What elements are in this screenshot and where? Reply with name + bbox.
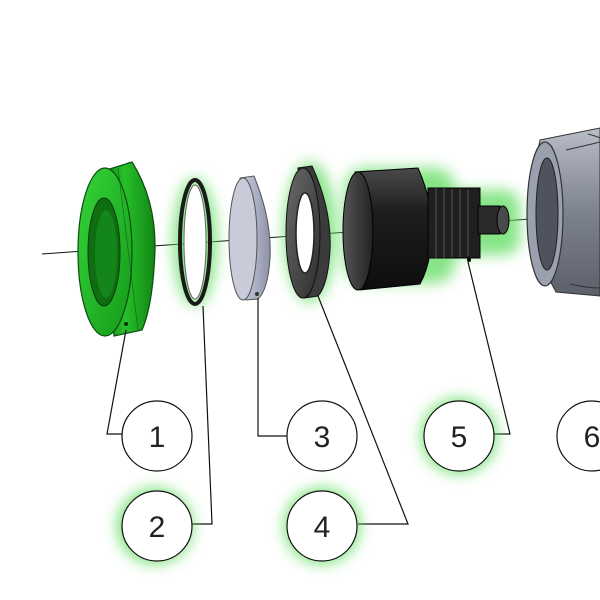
callout-2: 2 <box>121 490 193 562</box>
callout-6: 6 <box>556 400 600 472</box>
leader-lines <box>106 261 511 525</box>
part-1-green-nut <box>77 161 156 337</box>
leader-4 <box>317 295 409 525</box>
callout-3: 3 <box>286 400 358 472</box>
callout-1-label: 1 <box>149 421 166 454</box>
callout-6-label: 6 <box>584 421 600 454</box>
leader-2 <box>192 305 213 525</box>
callout-2-label: 2 <box>149 511 166 544</box>
callout-3-label: 3 <box>314 421 331 454</box>
part-4-washer <box>285 165 331 299</box>
leader-5 <box>467 261 511 435</box>
callout-5-label: 5 <box>451 421 468 454</box>
part-5-bolt <box>342 167 510 291</box>
part-2-oring <box>178 178 212 306</box>
part-6-housing <box>526 127 600 297</box>
part-3-disc <box>228 175 271 301</box>
callout-4: 4 <box>286 490 358 562</box>
callout-4-label: 4 <box>314 511 331 544</box>
leader-3 <box>257 298 288 437</box>
callout-5: 5 <box>423 400 495 472</box>
leader-1 <box>106 329 127 435</box>
callout-1: 1 <box>121 400 193 472</box>
